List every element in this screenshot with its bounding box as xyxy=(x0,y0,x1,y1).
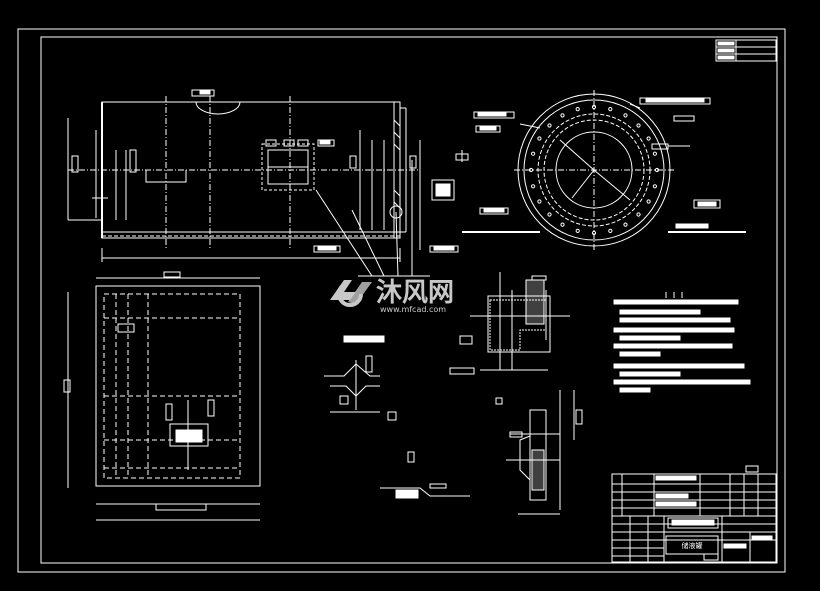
bolt-hole xyxy=(608,107,613,112)
watermark-brand: 沐风网 xyxy=(376,278,454,308)
bolt-hole xyxy=(652,184,658,189)
flange-circular-view xyxy=(462,90,746,250)
bolt-hole xyxy=(636,123,641,128)
bolt-hole xyxy=(560,222,565,227)
bolt-hole xyxy=(531,184,536,189)
bolt-hole xyxy=(623,113,628,118)
weld-detail-1 xyxy=(324,335,470,499)
title-block xyxy=(611,465,777,563)
bolt-hole xyxy=(531,151,536,156)
flange-section-detail xyxy=(449,272,570,375)
bolt-hole xyxy=(575,228,580,233)
bolt-hole xyxy=(623,222,628,227)
drawing-name: 储液罐 xyxy=(682,541,703,550)
bolt-hole xyxy=(537,199,542,204)
bolt-hole xyxy=(547,123,552,128)
bolt-hole xyxy=(646,136,651,141)
bolt-hole xyxy=(537,136,542,141)
bolt-hole xyxy=(560,113,565,118)
inner-border xyxy=(40,36,778,564)
tank-elevation-view xyxy=(67,89,469,277)
tank-plan-view xyxy=(63,271,261,521)
bolt-hole xyxy=(608,228,613,233)
bolt-hole xyxy=(547,212,552,217)
technical-notes xyxy=(613,292,751,393)
outer-border xyxy=(17,28,786,573)
bolt-hole xyxy=(646,199,651,204)
bolt-hole xyxy=(652,151,658,156)
bolt-hole xyxy=(575,107,580,112)
weld-detail-2 xyxy=(495,390,583,515)
bolt-hole xyxy=(636,212,641,217)
mfcad-logo-icon xyxy=(330,280,372,307)
watermark: 沐风网 www.mfcad.com xyxy=(330,278,454,314)
revision-box xyxy=(715,39,777,62)
watermark-url: www.mfcad.com xyxy=(380,305,446,314)
